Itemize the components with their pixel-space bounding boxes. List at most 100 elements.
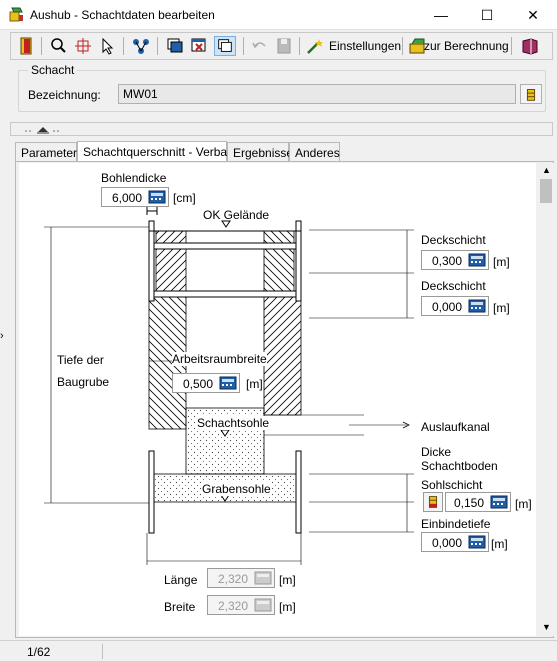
toolbar-separator — [123, 37, 124, 55]
arbeitsraum-unit: [m] — [246, 377, 263, 391]
close-button[interactable]: ✕ — [510, 0, 556, 30]
arbeitsraum-label: Arbeitsraumbreite — [172, 352, 267, 366]
dicke-label-line1: Dicke — [421, 445, 452, 459]
tab-parameter[interactable]: Parameter — [15, 142, 77, 161]
schacht-group — [18, 70, 546, 112]
help-book-icon[interactable] — [519, 36, 541, 56]
toolbar-separator — [511, 37, 512, 55]
calculation-icon[interactable] — [407, 36, 429, 56]
sohlschicht-label: Sohlschicht — [421, 478, 483, 492]
collapse-arrow-icon[interactable] — [23, 125, 63, 134]
bezeichnung-value: MW01 — [123, 87, 158, 101]
bohlendicke-input[interactable]: 6,000 — [101, 187, 169, 207]
dicke-label-line2: Schachtboden — [421, 459, 498, 473]
maximize-button[interactable]: ☐ — [464, 0, 510, 30]
schachtsohle-label: Schachtsohle — [197, 416, 270, 430]
breite-value: 2,320 — [217, 599, 248, 613]
close-icon: ✕ — [527, 7, 539, 23]
vertical-scrollbar[interactable]: ▲ ▼ — [538, 163, 554, 636]
tab-schachtquerschnitt[interactable]: Schachtquerschnitt - Verbaut — [77, 141, 237, 162]
deckschicht2-value: 0,000 — [431, 300, 462, 314]
scroll-up-icon[interactable]: ▲ — [542, 165, 551, 175]
status-separator — [102, 644, 103, 659]
window-tile-icon[interactable] — [164, 36, 186, 56]
tab-ergebnisse[interactable]: Ergebnisse — [227, 142, 293, 161]
select-shaft-icon[interactable] — [520, 84, 542, 104]
auslaufkanal-label: Auslaufkanal — [421, 420, 490, 434]
bohlendicke-value: 6,000 — [111, 191, 142, 205]
breite-input[interactable]: 2,320 — [207, 595, 275, 615]
grabensohle-label: Grabensohle — [202, 482, 271, 496]
sohlschicht-input[interactable]: 0,150 — [445, 492, 511, 512]
toolbar-separator — [41, 37, 42, 55]
einbindetiefe-unit: [m] — [491, 537, 508, 551]
to-calculation-button[interactable]: zur Berechnung — [424, 39, 509, 53]
tiefe-label-line2: Baugrube — [57, 375, 110, 389]
exit-door-icon[interactable] — [15, 36, 37, 56]
toolbar-separator — [402, 37, 403, 55]
deckschicht2-unit: [m] — [493, 301, 510, 315]
tab-anderes[interactable]: Anderes — [289, 142, 340, 161]
laenge-label: Länge — [164, 573, 198, 587]
save-icon[interactable] — [273, 36, 295, 56]
window-cascade-icon[interactable] — [214, 36, 236, 56]
tab-label: Schachtquerschnitt - Verbaut — [83, 145, 238, 159]
deckschicht1-unit: [m] — [493, 255, 510, 269]
calculator-icon[interactable] — [219, 376, 237, 390]
calculator-icon[interactable] — [490, 495, 508, 509]
crosshair-icon[interactable] — [72, 36, 94, 56]
sohlschicht-unit: [m] — [515, 497, 532, 511]
tiefe-label-line1: Tiefe der — [57, 353, 104, 367]
maximize-icon: ☐ — [480, 7, 494, 23]
bohlendicke-unit: [cm] — [173, 191, 196, 205]
minimize-icon: — — [434, 7, 448, 23]
undo-icon[interactable] — [249, 36, 271, 56]
scroll-thumb[interactable] — [540, 179, 552, 203]
deckschicht2-label: Deckschicht — [421, 279, 486, 293]
cross-section-drawing — [44, 207, 414, 565]
status-bar: 1/62 — [0, 640, 557, 661]
einbindetiefe-input[interactable]: 0,000 — [421, 532, 489, 552]
calculator-icon[interactable] — [148, 190, 166, 204]
window-close-icon[interactable] — [188, 36, 210, 56]
arbeitsraum-value: 0,500 — [182, 377, 213, 391]
expand-left-icon[interactable]: › — [0, 330, 4, 342]
pointer-icon[interactable] — [96, 36, 118, 56]
sohlschicht-value: 0,150 — [453, 496, 484, 510]
laenge-unit: [m] — [279, 573, 296, 587]
minimize-button[interactable]: — — [418, 0, 464, 30]
page-indicator: 1/62 — [27, 645, 51, 659]
deckschicht1-value: 0,300 — [431, 254, 462, 268]
material-select-icon[interactable] — [423, 492, 443, 512]
settings-button[interactable]: Einstellungen — [329, 39, 402, 53]
bezeichnung-field[interactable]: MW01 — [118, 84, 516, 104]
ok-gelaende-label: OK Gelände — [203, 208, 270, 222]
calculator-icon[interactable] — [468, 299, 486, 313]
toolbar-separator — [299, 37, 300, 55]
scroll-down-icon[interactable]: ▼ — [542, 622, 551, 632]
settings-wand-icon[interactable] — [304, 36, 326, 56]
window-title: Aushub - Schachtdaten bearbeiten — [30, 8, 215, 22]
toolbar-separator — [243, 37, 244, 55]
calculator-icon — [254, 598, 272, 612]
calculator-icon[interactable] — [468, 535, 486, 549]
breite-unit: [m] — [279, 600, 296, 614]
tab-label: Anderes — [295, 146, 340, 160]
deckschicht2-input[interactable]: 0,000 — [421, 296, 489, 316]
schacht-group-title: Schacht — [28, 63, 78, 77]
toolbar-separator — [157, 37, 158, 55]
einbindetiefe-value: 0,000 — [431, 536, 462, 550]
deckschicht1-label: Deckschicht — [421, 233, 486, 247]
breite-label: Breite — [164, 600, 196, 614]
calculator-icon — [254, 571, 272, 585]
zoom-icon[interactable] — [48, 36, 70, 56]
network-icon[interactable] — [130, 36, 152, 56]
tab-label: Parameter — [21, 146, 78, 160]
laenge-value: 2,320 — [217, 572, 248, 586]
splitter-bar[interactable] — [10, 122, 553, 136]
arbeitsraum-input[interactable]: 0,500 — [172, 373, 240, 393]
cross-section-canvas — [19, 163, 536, 636]
calculator-icon[interactable] — [468, 253, 486, 267]
deckschicht1-input[interactable]: 0,300 — [421, 250, 489, 270]
laenge-input[interactable]: 2,320 — [207, 568, 275, 588]
